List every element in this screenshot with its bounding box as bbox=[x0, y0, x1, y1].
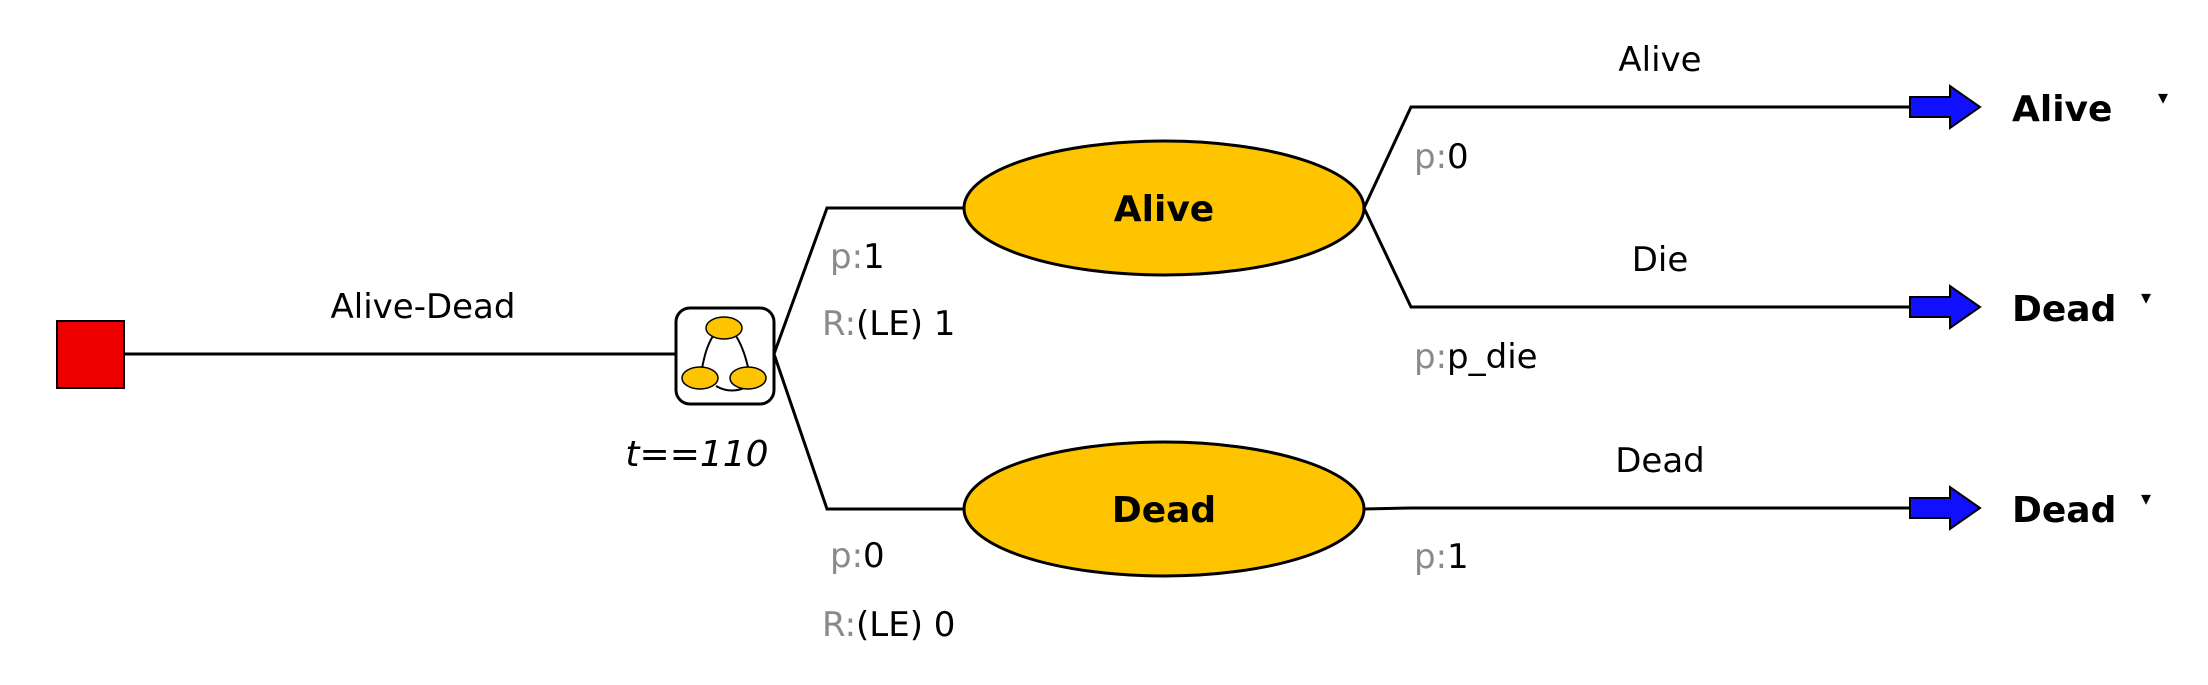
probability-value: p_die bbox=[1447, 337, 1538, 377]
terminal-arrow-icon[interactable] bbox=[1909, 84, 1982, 130]
probability-value: 1 bbox=[863, 237, 885, 277]
terminal-alive-label[interactable]: Alive bbox=[2012, 89, 2112, 130]
state-alive-probability: p:1 bbox=[830, 237, 885, 277]
state-dead-reward: R:(LE) 0 bbox=[822, 605, 955, 645]
state-alive-title: Alive bbox=[1114, 189, 1214, 230]
transition-alive-alive-line[interactable] bbox=[1362, 105, 1910, 209]
state-alive-reward: R:(LE) 1 bbox=[822, 304, 955, 344]
probability-prefix: p: bbox=[1414, 537, 1447, 577]
probability-prefix: p: bbox=[830, 237, 863, 277]
markov-node[interactable] bbox=[674, 306, 776, 406]
transition-dead-dead-label: Dead bbox=[1615, 441, 1705, 481]
terminal-arrow-icon[interactable] bbox=[1909, 485, 1982, 531]
probability-value: 0 bbox=[863, 536, 885, 576]
terminal-dead-label[interactable]: Dead bbox=[2012, 289, 2116, 330]
markov-termination-condition: t==110 bbox=[625, 434, 768, 475]
chevron-down-icon[interactable]: ▾ bbox=[2141, 486, 2151, 510]
transition-alive-die-line[interactable] bbox=[1362, 207, 1910, 309]
chevron-down-icon[interactable]: ▾ bbox=[2158, 85, 2168, 109]
terminal-dead-label[interactable]: Dead bbox=[2012, 490, 2116, 531]
decision-node[interactable] bbox=[56, 320, 125, 389]
transition-alive-alive-label: Alive bbox=[1618, 40, 1701, 80]
root-branch-label: Alive-Dead bbox=[331, 287, 516, 327]
probability-prefix: p: bbox=[830, 536, 863, 576]
reward-value: (LE) 0 bbox=[856, 605, 955, 645]
state-alive-branch-line[interactable] bbox=[772, 206, 964, 355]
transition-alive-die-label: Die bbox=[1632, 240, 1689, 280]
reward-prefix: R: bbox=[822, 605, 856, 645]
state-dead-probability: p:0 bbox=[830, 536, 885, 576]
probability-value: 1 bbox=[1447, 537, 1469, 577]
reward-prefix: R: bbox=[822, 304, 856, 344]
chevron-down-icon[interactable]: ▾ bbox=[2141, 285, 2151, 309]
transition-alive-die-probability: p:p_die bbox=[1414, 337, 1538, 377]
probability-prefix: p: bbox=[1414, 137, 1447, 177]
transition-alive-alive-probability: p:0 bbox=[1414, 137, 1469, 177]
reward-value: (LE) 1 bbox=[856, 304, 955, 344]
terminal-arrow-icon[interactable] bbox=[1909, 284, 1982, 330]
probability-prefix: p: bbox=[1414, 337, 1447, 377]
transition-dead-dead-probability: p:1 bbox=[1414, 537, 1469, 577]
state-dead-branch-line[interactable] bbox=[772, 353, 964, 511]
markov-icon bbox=[681, 316, 767, 392]
probability-value: 0 bbox=[1447, 137, 1469, 177]
transition-dead-dead-line[interactable] bbox=[1363, 506, 1910, 511]
state-dead-title: Dead bbox=[1112, 490, 1216, 531]
